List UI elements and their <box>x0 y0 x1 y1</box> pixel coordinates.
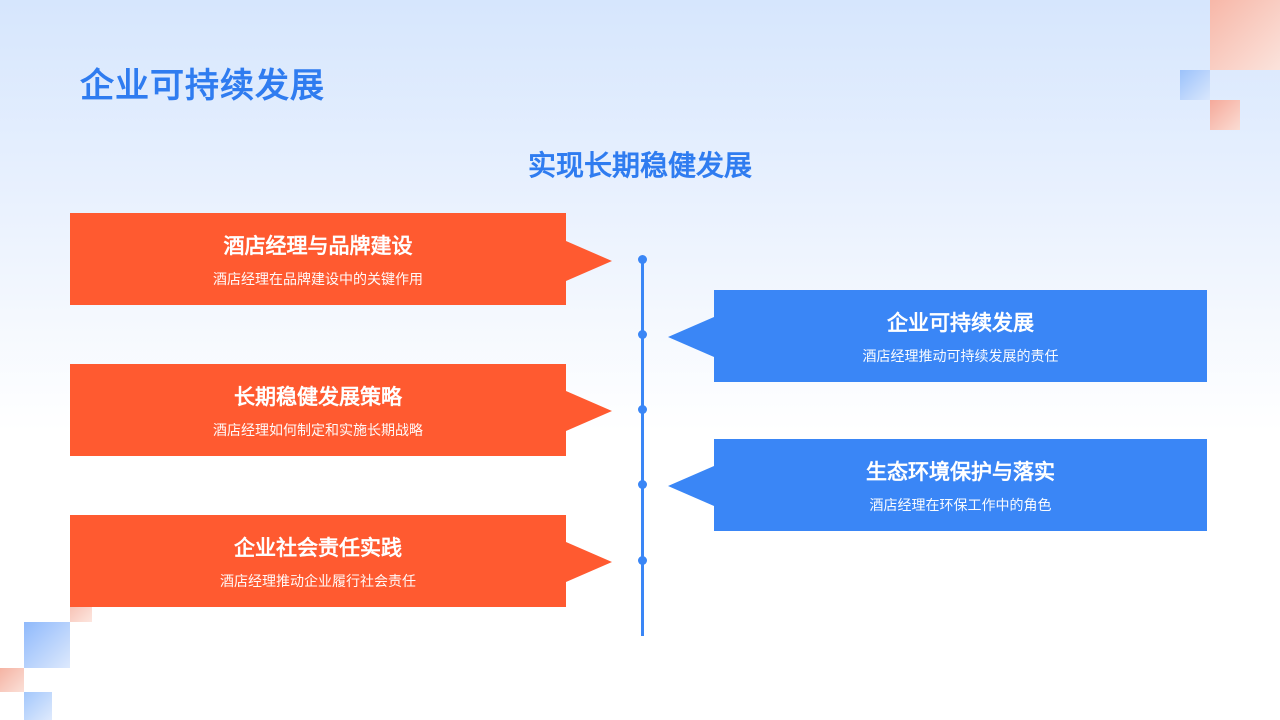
decor-square-bottom-left-pink <box>70 606 92 622</box>
card-description: 酒店经理推动企业履行社会责任 <box>220 574 416 590</box>
card-description: 酒店经理推动可持续发展的责任 <box>862 349 1059 365</box>
left-card-3: 企业社会责任实践 酒店经理推动企业履行社会责任 <box>70 515 566 607</box>
timeline-dot <box>638 405 647 414</box>
right-card-1-pointer <box>668 317 714 357</box>
card-description: 酒店经理在品牌建设中的关键作用 <box>213 272 423 288</box>
decor-square-top-right <box>1210 0 1280 70</box>
left-card-3-pointer <box>566 542 612 582</box>
card-title: 长期稳健发展策略 <box>234 385 402 409</box>
card-title: 酒店经理与品牌建设 <box>223 234 413 258</box>
page-title: 企业可持续发展 <box>80 66 325 106</box>
decor-square-top-right-pink <box>1210 100 1240 130</box>
left-card-1-pointer <box>566 241 612 281</box>
left-card-1: 酒店经理与品牌建设 酒店经理在品牌建设中的关键作用 <box>70 213 566 305</box>
timeline-dot <box>638 255 647 264</box>
timeline-line <box>641 258 644 636</box>
decor-square-top-right-blue <box>1180 70 1210 100</box>
timeline-dot <box>638 480 647 489</box>
right-card-2-pointer <box>668 466 714 506</box>
timeline-dot <box>638 556 647 565</box>
decor-square-bottom-left-blue <box>24 622 70 668</box>
right-card-2: 生态环境保护与落实 酒店经理在环保工作中的角色 <box>714 439 1207 531</box>
timeline-dot <box>638 330 647 339</box>
left-card-2-pointer <box>566 391 612 431</box>
card-title: 生态环境保护与落实 <box>866 460 1055 484</box>
card-title: 企业社会责任实践 <box>234 536 402 560</box>
page-subtitle: 实现长期稳健发展 <box>527 149 752 182</box>
decor-square-bottom-left-blue-2 <box>24 692 52 720</box>
right-card-1: 企业可持续发展 酒店经理推动可持续发展的责任 <box>714 290 1207 382</box>
card-title: 企业可持续发展 <box>887 311 1034 335</box>
card-description: 酒店经理在环保工作中的角色 <box>869 498 1052 514</box>
decor-square-bottom-left-pink-2 <box>0 668 24 692</box>
card-description: 酒店经理如何制定和实施长期战略 <box>213 423 423 439</box>
left-card-2: 长期稳健发展策略 酒店经理如何制定和实施长期战略 <box>70 364 566 456</box>
